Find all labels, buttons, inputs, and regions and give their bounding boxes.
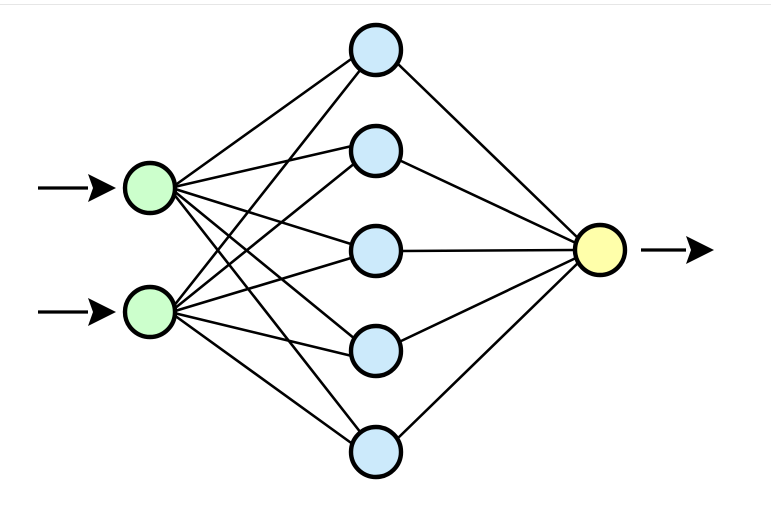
edge-h1-o1 xyxy=(395,61,582,242)
input-arrow-2 xyxy=(38,298,116,326)
input-node-2[interactable] xyxy=(122,284,178,340)
input-arrow-2-head-icon xyxy=(88,298,116,326)
hidden-node-3[interactable] xyxy=(348,223,404,279)
edge-h4-o1 xyxy=(397,255,580,344)
hidden-node-1[interactable] xyxy=(348,22,404,78)
edge-i1-h1 xyxy=(172,55,356,188)
edge-i2-h5 xyxy=(172,313,356,447)
io-arrows-group xyxy=(38,174,714,326)
edge-i1-h4 xyxy=(172,189,357,341)
hidden-node-4[interactable] xyxy=(348,323,404,379)
edge-i2-h4 xyxy=(172,311,354,358)
output-node-1[interactable] xyxy=(572,222,628,278)
input-node-1[interactable] xyxy=(122,160,178,216)
output-arrow-1 xyxy=(641,236,714,264)
edge-i2-h1 xyxy=(171,67,363,309)
edge-i2-h3 xyxy=(173,256,353,313)
input-arrow-1-head-icon xyxy=(88,174,116,202)
edge-i2-h2 xyxy=(172,161,357,311)
edge-h2-o1 xyxy=(397,158,580,246)
top-divider-rule xyxy=(0,4,771,5)
input-arrow-1 xyxy=(38,174,116,202)
output-arrow-1-head-icon xyxy=(686,236,714,264)
edge-i1-h5 xyxy=(171,191,363,435)
edge-h3-o1 xyxy=(399,248,577,253)
hidden-node-2[interactable] xyxy=(348,123,404,179)
edge-i1-h2 xyxy=(172,144,354,189)
edges-group xyxy=(171,55,582,447)
nodes-group xyxy=(122,22,628,480)
edge-h5-o1 xyxy=(395,259,582,441)
hidden-node-5[interactable] xyxy=(348,424,404,480)
edge-i1-h3 xyxy=(173,187,353,246)
